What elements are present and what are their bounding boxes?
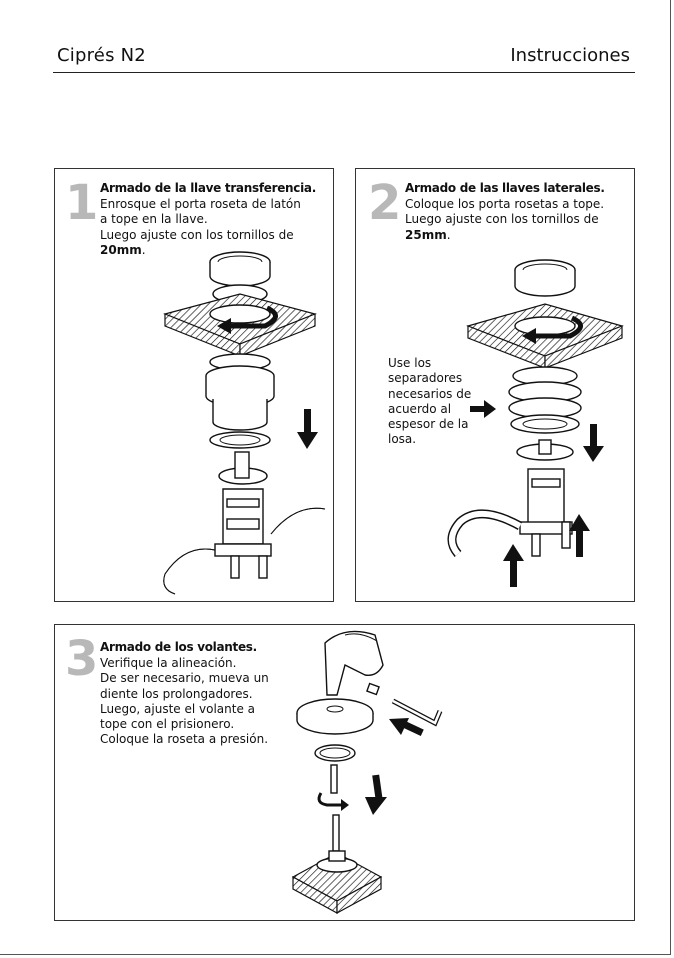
rotate-arrow-icon	[317, 792, 349, 811]
step-2-emphasis-suffix: .	[446, 227, 451, 242]
step-2-note: Use los separadores necesarios de acuerd…	[388, 356, 472, 447]
arrow-icon	[389, 718, 424, 736]
step-2-number: 2	[368, 175, 402, 231]
step-2-panel: 2 Armado de las llaves laterales. Coloqu…	[355, 168, 635, 602]
arrow-icon	[470, 400, 496, 418]
step-1-line-2: a tope en la llave.	[100, 212, 208, 227]
document-title: Ciprés N2	[57, 45, 146, 66]
step-3-illustration	[291, 630, 443, 915]
step-2-line-1: Coloque los porta rosetas a tope.	[405, 197, 605, 211]
step-1-illustration	[163, 251, 326, 595]
rotate-arrow-icon	[522, 315, 583, 344]
step-3-number: 3	[65, 631, 99, 687]
step-1-title: Armado de la llave transferencia.	[100, 181, 316, 195]
arrow-icon	[503, 514, 590, 587]
arrow-icon	[297, 409, 318, 449]
arrow-icon	[583, 424, 604, 462]
step-1-number: 1	[65, 175, 99, 231]
step-2-illustration	[447, 259, 624, 587]
header-rule	[53, 72, 635, 73]
document-section: Instrucciones	[510, 45, 630, 66]
page-border-bottom	[0, 954, 671, 955]
step-3-text: Verifique la alineación. De ser necesari…	[100, 656, 269, 747]
step-3-panel: 3 Armado de los volantes. Verifique la a…	[54, 624, 635, 921]
step-2-text: Coloque los porta rosetas a tope. Luego …	[405, 197, 604, 243]
step-2-emphasis: 25mm	[405, 227, 447, 242]
step-1-emphasis-suffix: .	[141, 242, 146, 257]
rotate-arrow-icon	[217, 305, 278, 334]
step-3-title: Armado de los volantes.	[100, 640, 257, 654]
step-1-emphasis: 20mm	[100, 242, 142, 257]
step-2-line-2: Luego ajuste con los tornillos de	[405, 212, 599, 227]
step-1-panel: 1 Armado de la llave transferencia. Enro…	[54, 168, 334, 602]
step-1-line-1: Enrosque el porta roseta de latón	[100, 197, 301, 211]
step-1-text: Enrosque el porta roseta de latón a tope…	[100, 197, 301, 258]
step-2-title: Armado de las llaves laterales.	[405, 181, 605, 195]
step-1-line-3: Luego ajuste con los tornillos de	[100, 227, 294, 242]
arrow-icon	[365, 774, 387, 815]
page-border-right	[670, 0, 671, 955]
